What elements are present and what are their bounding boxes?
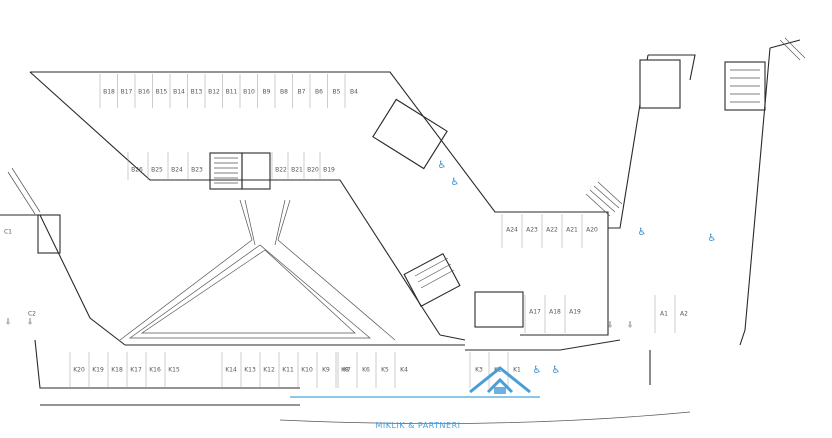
bay-label: K12 <box>263 367 275 374</box>
ramp-triangle <box>119 199 396 341</box>
bay-label: K14 <box>225 367 237 374</box>
bay-label: K7 <box>343 367 351 374</box>
stair-core-right <box>724 61 766 111</box>
bay-label: K3 <box>475 367 483 374</box>
bay-label: B9 <box>263 89 271 96</box>
bay-label: A22 <box>546 227 558 234</box>
bay-label: K1 <box>513 367 521 374</box>
down-arrow-icon: ⇩ <box>607 321 614 330</box>
bay-label: A1 <box>660 311 668 318</box>
bay-label: B24 <box>171 167 183 174</box>
bay-label: K4 <box>400 367 408 374</box>
bay-label: K8 <box>341 367 349 374</box>
bay-label: B7 <box>298 89 306 96</box>
bay-label: A24 <box>506 227 518 234</box>
bay-label: A20 <box>586 227 598 234</box>
bay-label: A19 <box>569 309 581 316</box>
watermark-text: MIKLIK & PARTNERI <box>376 421 461 430</box>
watermark: MIKLIK & PARTNERI <box>290 366 540 430</box>
bay-label: B25 <box>151 167 163 174</box>
bay-label: B13 <box>191 89 203 96</box>
bay-label: B10 <box>243 89 255 96</box>
bay-label: C2 <box>28 311 36 318</box>
bay-label: K19 <box>92 367 104 374</box>
bay-label: K11 <box>282 367 294 374</box>
bay-label: K5 <box>381 367 389 374</box>
accessible-bays: ♿ ♿ ♿ ♿ ♿ ♿ <box>438 160 717 376</box>
bay-label: B8 <box>280 89 288 96</box>
down-arrow-icon: ⇩ <box>627 321 634 330</box>
bay-label: K20 <box>73 367 85 374</box>
bay-label: K15 <box>168 367 180 374</box>
bay-label: A21 <box>566 227 578 234</box>
external-stairs <box>7 37 806 217</box>
bay-label: B16 <box>138 89 150 96</box>
direction-arrows: ⇩ ⇩ ⇩ ⇩ <box>5 318 634 330</box>
bay-label: B6 <box>315 89 323 96</box>
bay-label: B21 <box>291 167 303 174</box>
outer-walls <box>0 39 801 424</box>
bay-label: K10 <box>301 367 313 374</box>
wheelchair-icon: ♿ <box>552 365 561 376</box>
bay-label: K6 <box>362 367 370 374</box>
bay-label: A18 <box>549 309 561 316</box>
bay-label: B15 <box>156 89 168 96</box>
bay-label: B14 <box>173 89 185 96</box>
down-arrow-icon: ⇩ <box>27 318 34 327</box>
bay-label: C1 <box>4 229 12 236</box>
bay-label: B12 <box>208 89 220 96</box>
bay-label: B23 <box>191 167 203 174</box>
stair-core-top <box>209 152 271 190</box>
bay-label: K17 <box>130 367 142 374</box>
down-arrow-icon: ⇩ <box>5 318 12 327</box>
bay-label: B17 <box>121 89 133 96</box>
bay-label: B19 <box>323 167 335 174</box>
bay-label: K13 <box>244 367 256 374</box>
side-room-left <box>37 214 61 254</box>
bay-label: A17 <box>529 309 541 316</box>
bay-label: B26 <box>131 167 143 174</box>
room-right <box>372 59 681 328</box>
bay-label: K16 <box>149 367 161 374</box>
bay-label: B20 <box>307 167 319 174</box>
stair-core-middle <box>403 253 461 307</box>
wheelchair-icon: ♿ <box>451 177 460 188</box>
bay-label: B18 <box>103 89 115 96</box>
wheelchair-icon: ♿ <box>438 160 447 171</box>
wheelchair-icon: ♿ <box>533 365 542 376</box>
bay-label: B4 <box>350 89 358 96</box>
wheelchair-icon: ♿ <box>708 233 717 244</box>
bay-label: K9 <box>322 367 330 374</box>
bay-label: B22 <box>275 167 287 174</box>
bay-label: A23 <box>526 227 538 234</box>
bay-label: K18 <box>111 367 123 374</box>
parking-bays <box>69 74 676 388</box>
bay-label: A2 <box>680 311 688 318</box>
wheelchair-icon: ♿ <box>638 227 647 238</box>
bay-label: B11 <box>226 89 238 96</box>
bay-label: B5 <box>333 89 341 96</box>
bay-labels: B18 B17 B16 B15 B14 B13 B12 B11 B10 B9 B8 B7 B6 B5 B4B… <box>4 89 688 374</box>
